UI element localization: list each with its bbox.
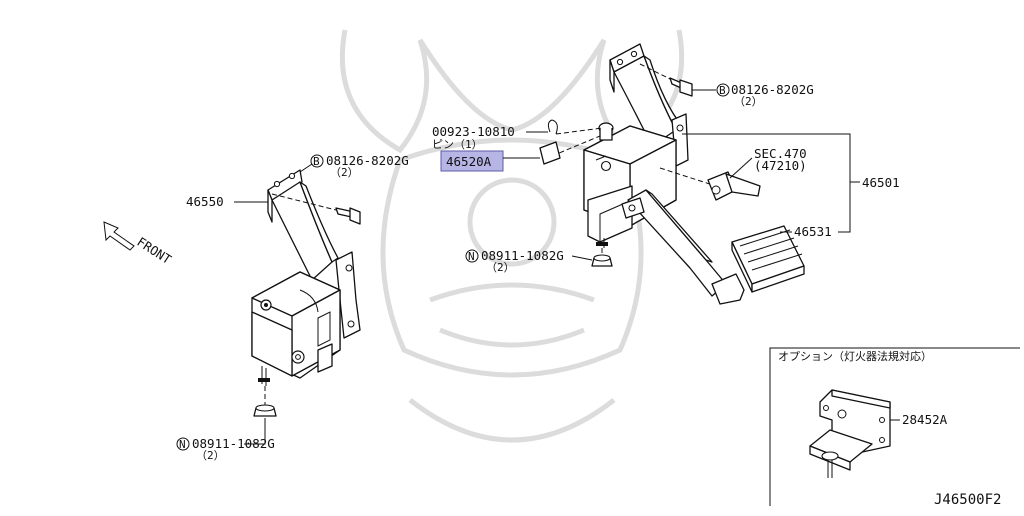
nut-left-leader	[244, 418, 266, 445]
center-nut	[591, 248, 613, 267]
bolt-right-qty: （2）	[734, 95, 763, 108]
nut-left-part-number: 08911-1082G	[192, 436, 275, 451]
sec-reference[interactable]: SEC.470	[754, 146, 807, 161]
option-title: オプション（灯火器法規対応）	[778, 349, 932, 363]
assembly-part-number: 46501	[862, 175, 900, 190]
bolt-left-qty: （2）	[330, 166, 359, 179]
stop-lamp-switch	[659, 167, 761, 201]
bracket-left-part-number: 46550	[186, 194, 224, 209]
nut-badge-center	[465, 249, 479, 263]
nut-center-qty: （2）	[486, 261, 515, 274]
sec-sub-reference: (47210)	[754, 158, 807, 173]
bolt-badge-left-letter: B	[313, 155, 320, 168]
pin-name: ピン（1）	[432, 138, 483, 151]
bolt-left-leader	[299, 163, 313, 173]
bolt-left-part-number: 08126-8202G	[326, 153, 409, 168]
right-pedal-assembly	[583, 43, 745, 305]
front-arrow-icon	[103, 221, 135, 251]
nut-badge-left-letter: N	[179, 438, 186, 451]
option-part-number: 28452A	[902, 412, 948, 427]
bolt-badge-right	[716, 83, 730, 97]
left-bolt	[271, 193, 361, 225]
pedal-pad-part-number: 46531	[794, 224, 832, 239]
nut-center-leader	[571, 255, 593, 261]
nut-left-qty: （2）	[196, 449, 225, 462]
pedal-pad	[731, 225, 805, 293]
pin-part-number: 00923-10810	[432, 124, 515, 139]
sec-leader	[729, 157, 753, 179]
highlight-part-number[interactable]: 46520A	[446, 154, 492, 169]
option-box: オプション（灯火器法規対応）	[769, 347, 1020, 506]
right-bolt	[639, 63, 693, 97]
bolt-right-part-number: 08126-8202G	[731, 82, 814, 97]
front-label: FRONT	[134, 234, 174, 267]
left-pedal-bracket	[251, 169, 361, 386]
nut-center-part-number: 08911-1082G	[481, 248, 564, 263]
nut-badge-center-letter: N	[468, 250, 475, 263]
pin	[539, 119, 603, 165]
highlight-box[interactable]	[440, 150, 504, 172]
assembly-bracket	[682, 133, 851, 233]
bolt-badge-left	[310, 154, 324, 168]
diagram-code: J46500F2	[934, 492, 1001, 508]
left-nut	[253, 386, 277, 417]
nut-badge-left	[176, 437, 190, 451]
bolt-badge-right-letter: B	[719, 84, 726, 97]
